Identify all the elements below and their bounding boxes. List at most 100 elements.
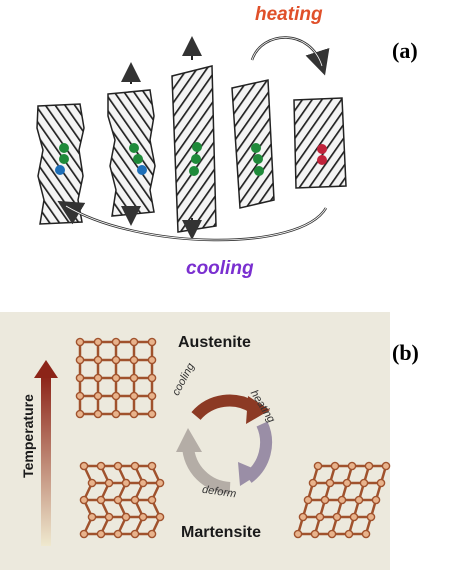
lattice-atom: [155, 512, 165, 522]
lattice-atom: [75, 391, 85, 401]
lattice-atom: [325, 478, 335, 488]
lattice-atom: [320, 495, 330, 505]
lattice-atom: [79, 495, 89, 505]
specimen-5: [293, 97, 347, 189]
lattice-atom: [79, 461, 89, 471]
lattice-atom: [327, 529, 337, 539]
lattice-atom: [113, 529, 123, 539]
lattice-atom: [111, 409, 121, 419]
lattice-atom: [113, 461, 123, 471]
lattice-atom: [147, 391, 157, 401]
lattice-atom: [330, 461, 340, 471]
lattice-atom: [147, 355, 157, 365]
temperature-label: Temperature: [20, 394, 36, 478]
lattice-atom: [130, 495, 140, 505]
lattice-atom: [347, 461, 357, 471]
lattice-atom: [75, 409, 85, 419]
lattice-atom: [147, 337, 157, 347]
transformation-cycle: [176, 394, 272, 494]
lattice-atom: [96, 529, 106, 539]
lattice-atom: [344, 529, 354, 539]
lattice-atom: [376, 478, 386, 488]
lattice-atom: [96, 461, 106, 471]
lattice-atom: [293, 529, 303, 539]
lattice-atom: [130, 529, 140, 539]
lattice-atom: [155, 478, 165, 488]
lattice-atom: [129, 391, 139, 401]
cooling-label: cooling: [186, 258, 254, 279]
green-dot: [191, 154, 201, 164]
green-dot: [254, 166, 264, 176]
temperature-arrow: [34, 360, 58, 546]
lattice-atom: [75, 337, 85, 347]
austenite-label: Austenite: [178, 334, 251, 351]
lattice-atom: [147, 409, 157, 419]
green-dot: [253, 154, 263, 164]
lattice-atom: [138, 512, 148, 522]
lattice-atom: [332, 512, 342, 522]
lattice-atom: [111, 373, 121, 383]
green-dot: [192, 142, 202, 152]
lattice-atom: [121, 478, 131, 488]
lattice-atom: [104, 478, 114, 488]
blue-dot: [55, 165, 65, 175]
green-dot: [59, 154, 69, 164]
lattice-atom: [93, 409, 103, 419]
lattice-atom: [93, 391, 103, 401]
red-dot: [317, 155, 327, 165]
lattice-atom: [129, 373, 139, 383]
lattice-atom: [87, 478, 97, 488]
heating-label: heating: [255, 4, 323, 25]
austenite-lattice: [75, 337, 157, 419]
lattice-atom: [129, 409, 139, 419]
martensite-lattice-deformed: [293, 461, 391, 539]
lattice-atom: [111, 355, 121, 365]
panel-b-label: (b): [392, 340, 419, 365]
green-dot: [189, 166, 199, 176]
specimen-4: [231, 79, 275, 209]
red-dot: [317, 144, 327, 154]
lattice-atom: [147, 495, 157, 505]
lattice-atom: [147, 373, 157, 383]
lattice-atom: [361, 529, 371, 539]
blue-dot: [137, 165, 147, 175]
green-dot: [133, 154, 143, 164]
lattice-atom: [366, 512, 376, 522]
lattice-atom: [129, 337, 139, 347]
green-dot: [129, 143, 139, 153]
lattice-atom: [93, 337, 103, 347]
lattice-atom: [79, 529, 89, 539]
lattice-atom: [93, 355, 103, 365]
lattice-atom: [96, 495, 106, 505]
lattice-atom: [315, 512, 325, 522]
martensite-lattice-twinned: [79, 461, 165, 539]
lattice-atom: [298, 512, 308, 522]
lattice-atom: [342, 478, 352, 488]
lattice-atom: [147, 529, 157, 539]
specimen-2: [107, 62, 156, 226]
lattice-atom: [75, 355, 85, 365]
panel-b: [0, 312, 391, 570]
lattice-atom: [313, 461, 323, 471]
green-dot: [59, 143, 69, 153]
lattice-atom: [310, 529, 320, 539]
specimen-3: [171, 36, 217, 240]
specimen-1: [36, 103, 85, 225]
heating-arrow: [250, 36, 330, 76]
panel-a-label: (a): [392, 38, 418, 63]
lattice-atom: [113, 495, 123, 505]
lattice-atom: [349, 512, 359, 522]
lattice-atom: [303, 495, 313, 505]
lattice-atom: [93, 373, 103, 383]
lattice-atom: [337, 495, 347, 505]
lattice-atom: [104, 512, 114, 522]
lattice-atom: [147, 461, 157, 471]
lattice-atom: [138, 478, 148, 488]
lattice-atom: [381, 461, 391, 471]
lattice-atom: [75, 373, 85, 383]
lattice-atom: [111, 391, 121, 401]
lattice-atom: [129, 355, 139, 365]
lattice-atom: [121, 512, 131, 522]
martensite-label: Martensite: [181, 524, 262, 541]
